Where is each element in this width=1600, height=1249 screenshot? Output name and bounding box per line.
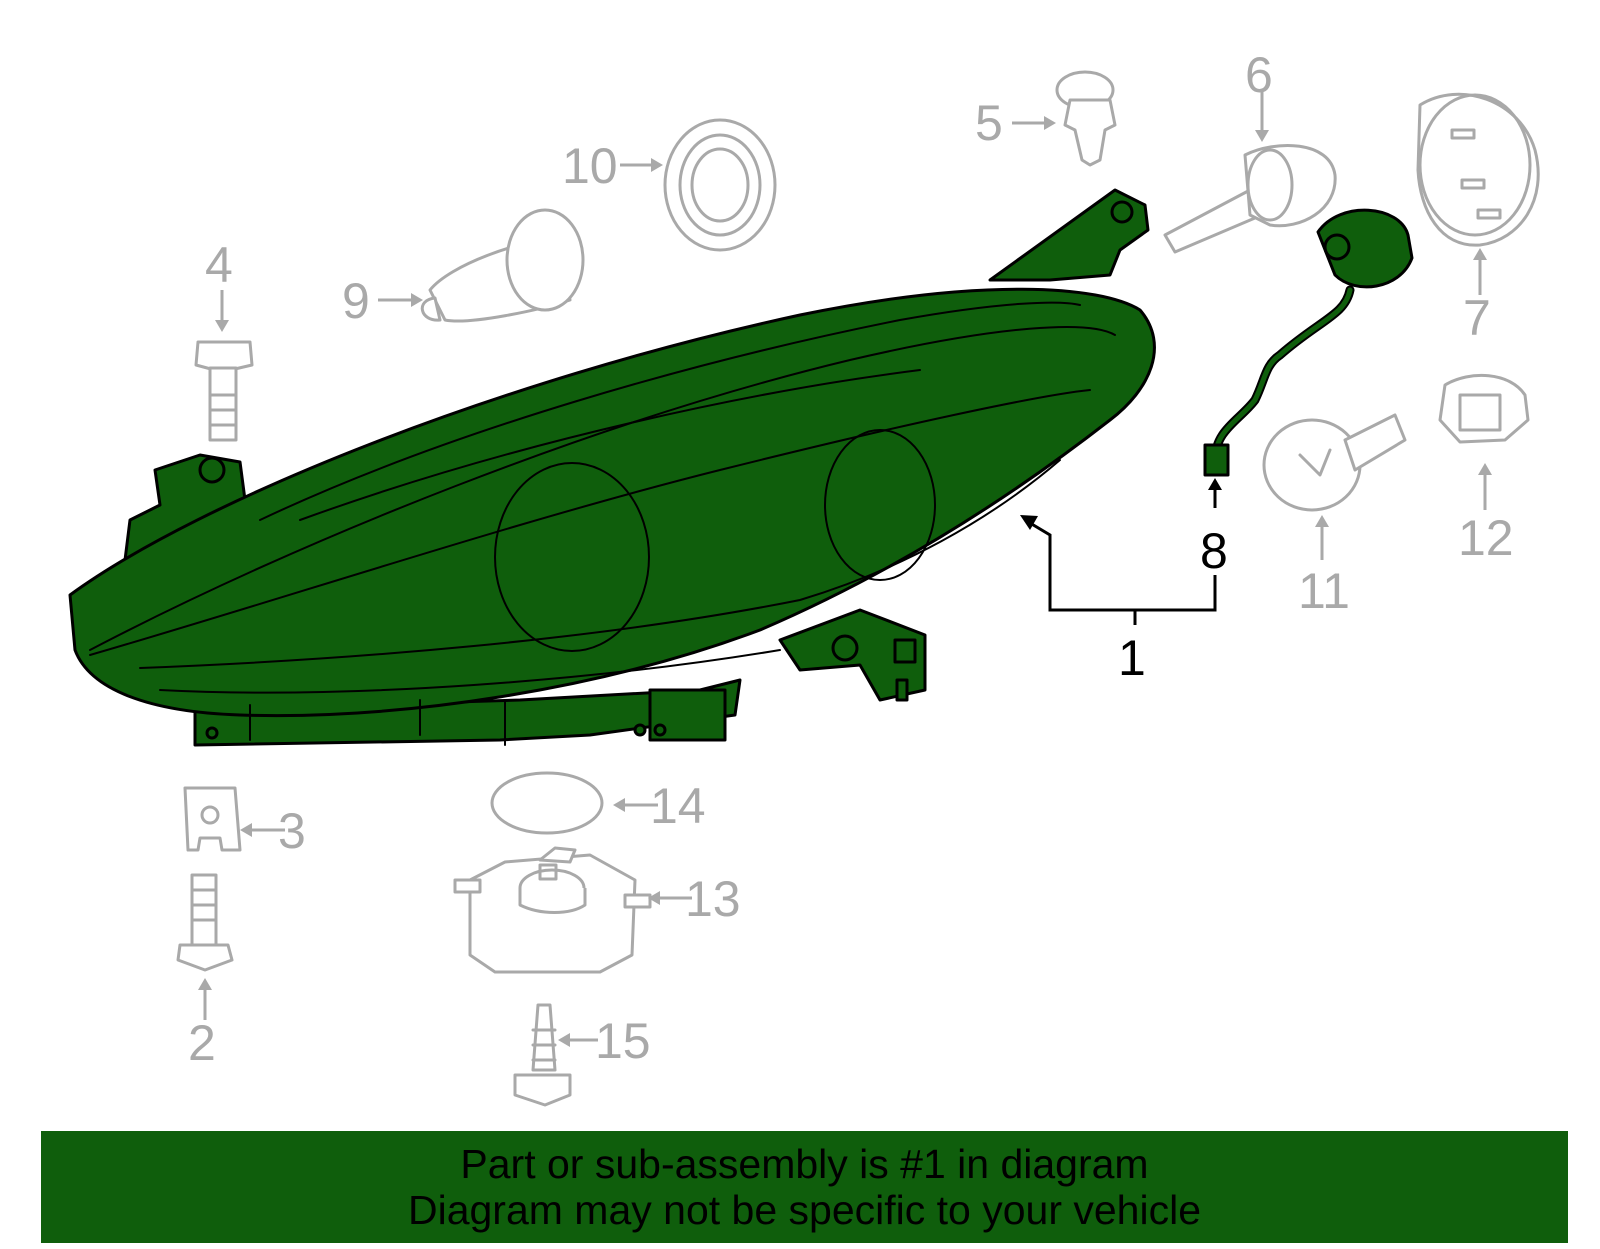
headlamp-assembly[interactable]	[68, 188, 1156, 747]
footer-line-2: Diagram may not be specific to your vehi…	[407, 1187, 1201, 1233]
callout-1-label: 1	[1118, 630, 1146, 686]
callout-8-label: 8	[1200, 523, 1228, 579]
push-pin-5	[1055, 70, 1117, 167]
gasket-14	[490, 771, 604, 835]
bolt-2	[176, 873, 234, 972]
wire-harness[interactable]	[1203, 208, 1414, 477]
callout-15-label: 15	[595, 1013, 651, 1069]
clip-nut-3	[183, 786, 242, 852]
socket-12	[1438, 373, 1530, 444]
callout-3-label: 3	[278, 803, 306, 859]
seal-cap-10	[663, 118, 777, 252]
callout-14-label: 14	[650, 778, 706, 834]
bolt-4	[194, 340, 254, 442]
callout-5-label: 5	[975, 95, 1003, 151]
callout-9-label: 9	[342, 273, 370, 329]
callout-7-label: 7	[1463, 290, 1491, 346]
socket-cap-7	[1416, 92, 1540, 247]
callout-6-label: 6	[1245, 47, 1273, 103]
bulb-11	[1262, 413, 1407, 512]
callout-13-label: 13	[685, 871, 741, 927]
callout-10-label: 10	[562, 138, 618, 194]
callout-8-leader	[1208, 478, 1222, 508]
callout-11-label: 11	[1298, 563, 1350, 619]
screw-15	[513, 1003, 572, 1107]
bulb-9	[421, 208, 585, 323]
footer-banner: Part or sub-assembly is #1 in diagram Di…	[41, 1131, 1568, 1243]
bulb-6	[1163, 144, 1337, 254]
ballast-13	[453, 846, 652, 974]
callout-1-leader	[1020, 515, 1217, 625]
callout-2-label: 2	[188, 1015, 216, 1071]
callout-4-label: 4	[205, 237, 233, 293]
footer-line-1: Part or sub-assembly is #1 in diagram	[460, 1141, 1149, 1187]
callout-12-label: 12	[1458, 510, 1514, 566]
